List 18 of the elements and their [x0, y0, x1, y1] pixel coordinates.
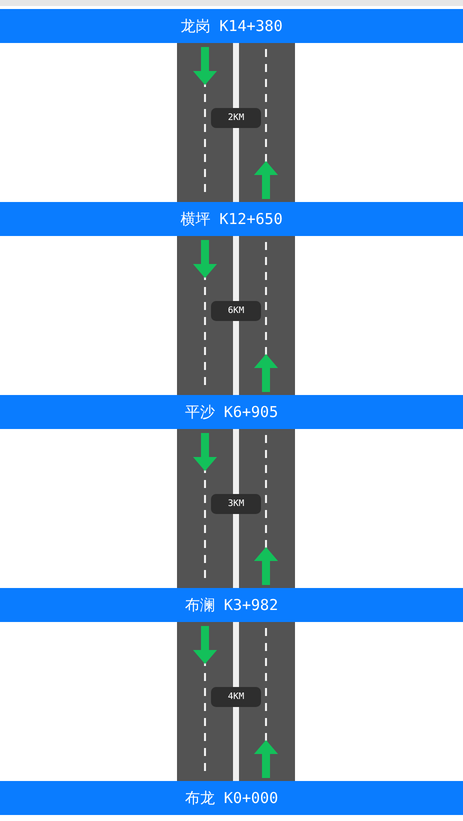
- station-label: 横坪 K12+650: [180, 210, 283, 228]
- road-segment: [177, 43, 295, 202]
- station-band: [0, 588, 463, 622]
- station-label: 布澜 K3+982: [184, 596, 278, 614]
- station-label: 龙岗 K14+380: [180, 16, 283, 36]
- station-band: [0, 395, 463, 429]
- road-segment: [177, 622, 295, 781]
- distance-badge: 3KM: [211, 494, 261, 514]
- station-label: 布龙 K0+000: [184, 788, 278, 808]
- distance-badge: 6KM: [211, 300, 261, 320]
- station-band: [0, 9, 463, 43]
- road-segment: [177, 429, 295, 588]
- station-label: 平沙 K6+905: [184, 402, 278, 422]
- road-segment: [177, 236, 295, 395]
- distance-badge: 2KM: [211, 108, 261, 128]
- station-band: [0, 781, 463, 815]
- distance-badge: 4KM: [211, 686, 261, 706]
- station-band: [0, 202, 463, 236]
